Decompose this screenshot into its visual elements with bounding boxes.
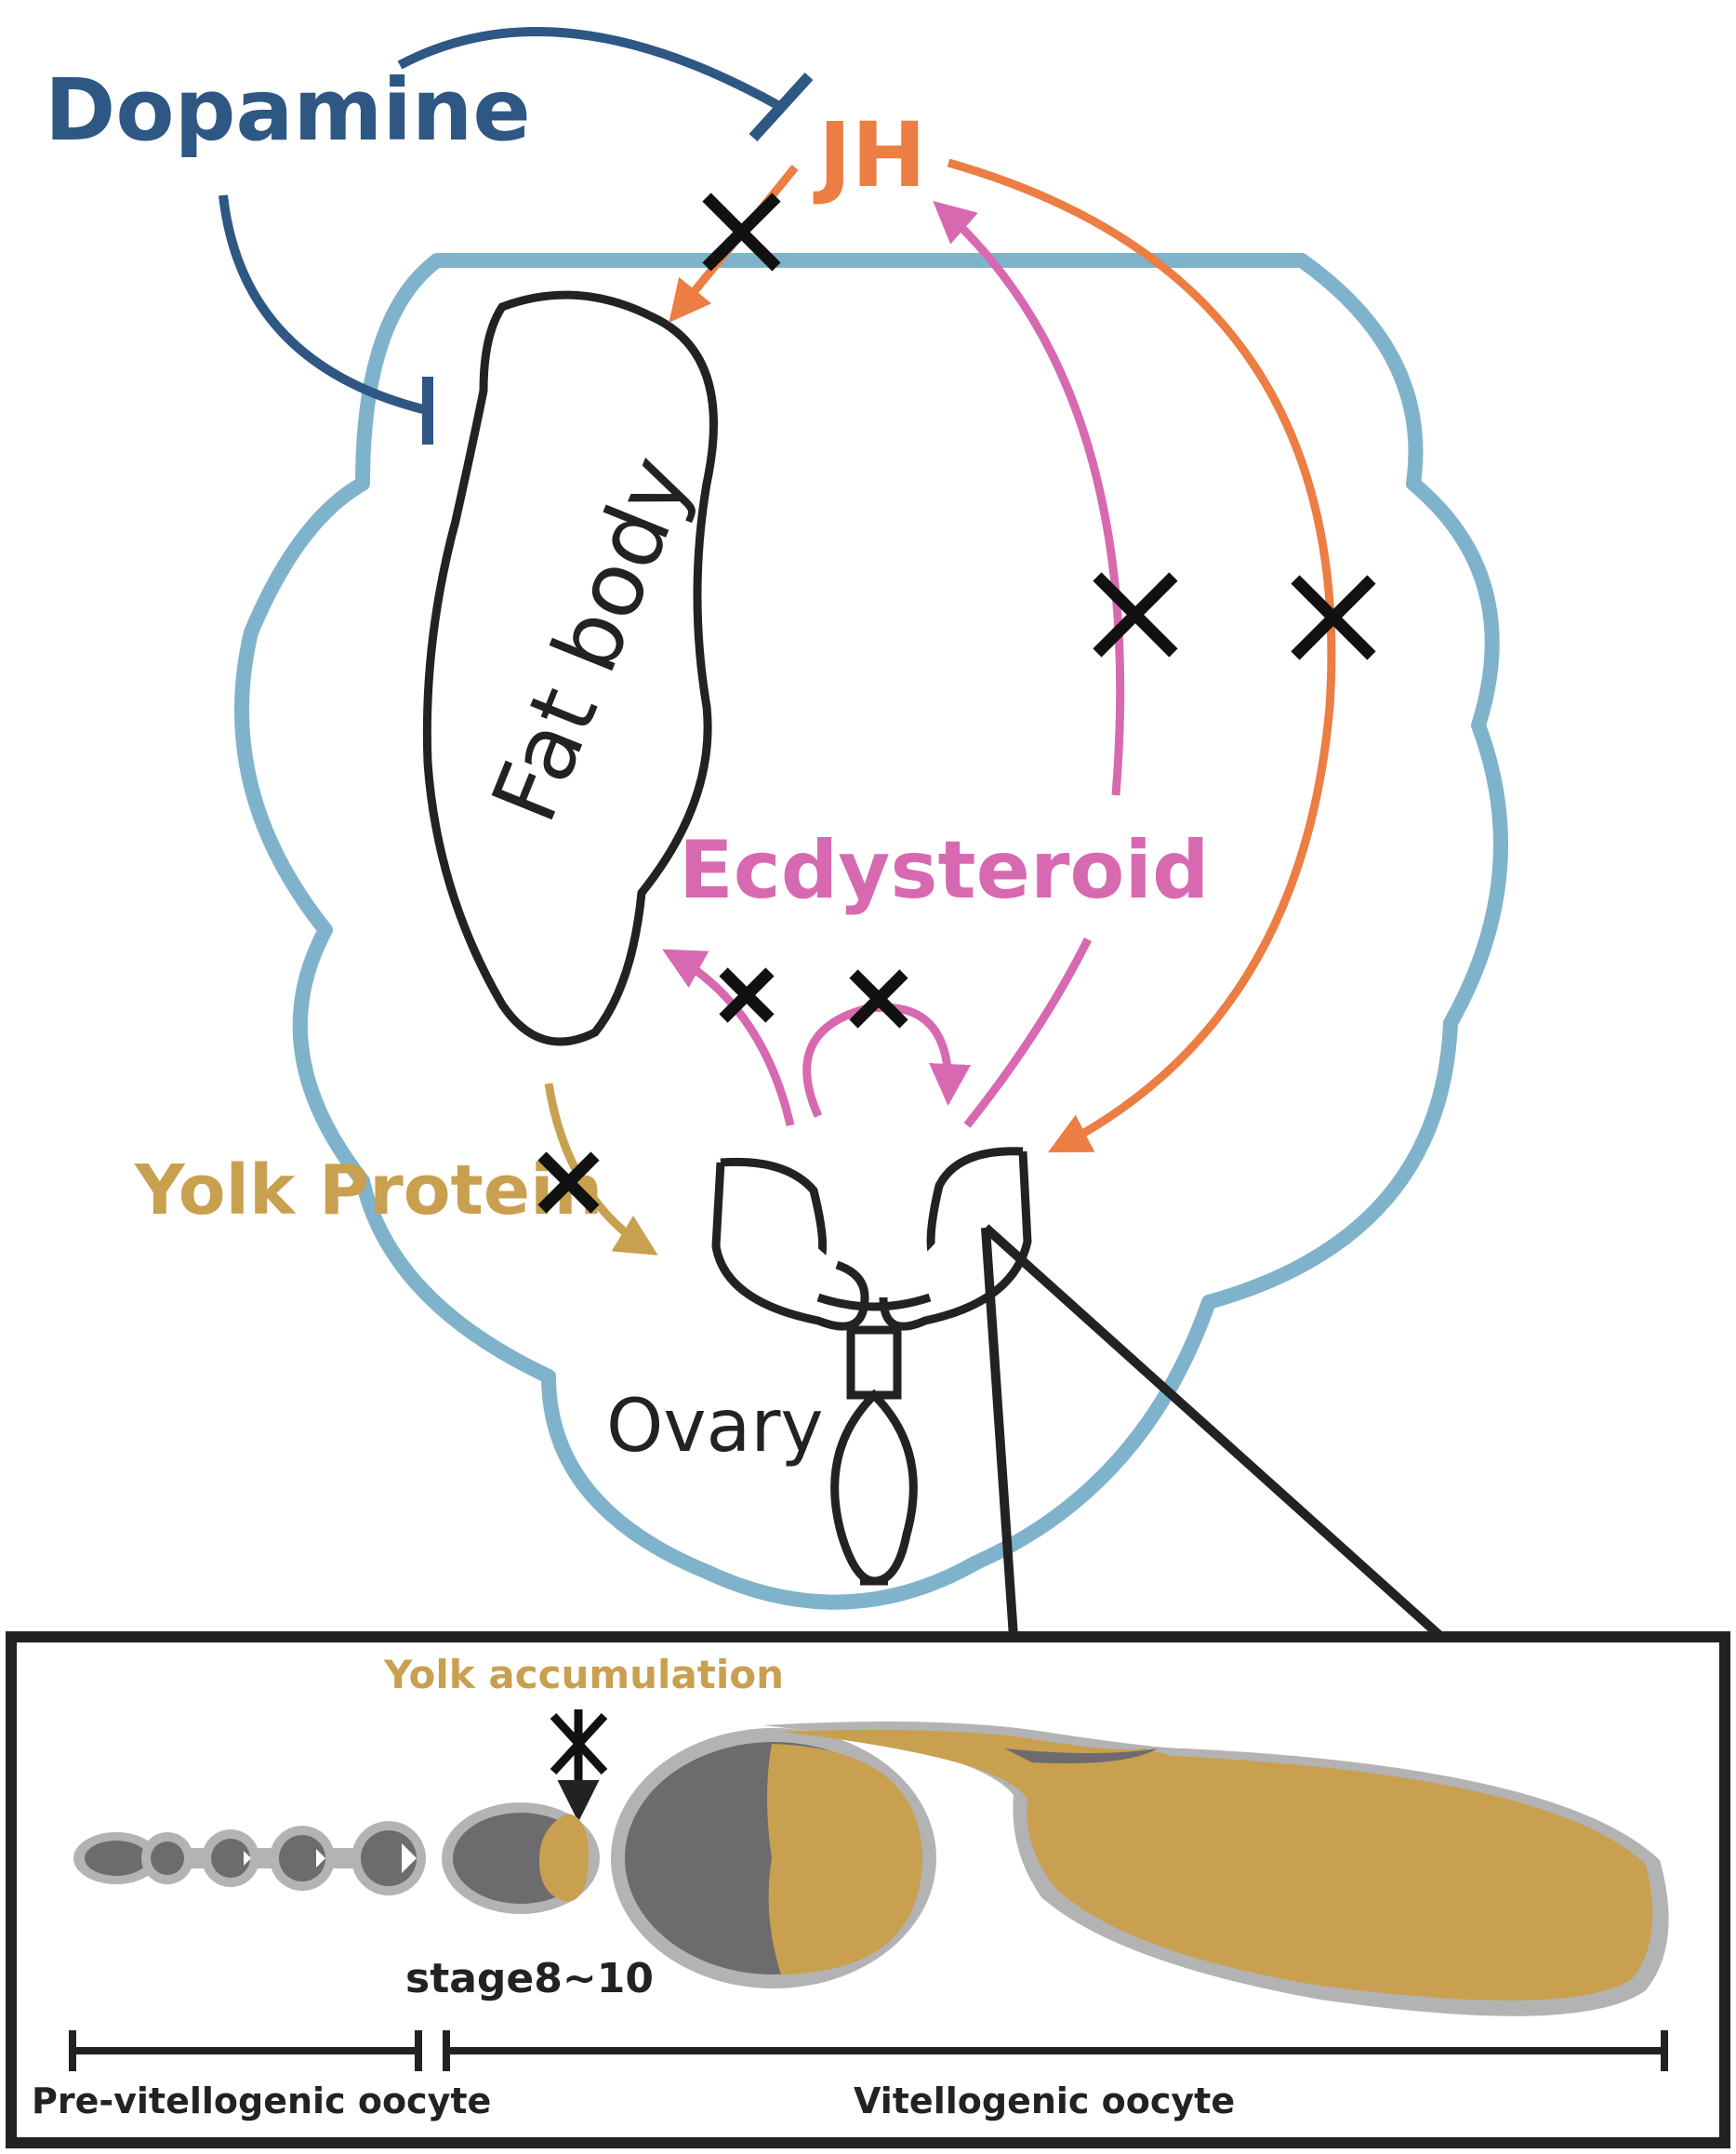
yolk-protein-arrow xyxy=(544,1083,658,1256)
ecdysteroid-to-fat-body-arrow xyxy=(662,949,795,1127)
dopamine-jh-blunt-end xyxy=(749,72,814,142)
zoom-line-right xyxy=(982,1224,1445,1641)
dopamine-label: Dopamine xyxy=(45,60,531,160)
vitellogenic-label: Vitellogenic oocyte xyxy=(854,2081,1235,2121)
jh-label: JH xyxy=(813,103,926,207)
abdomen-outline xyxy=(234,253,1508,1610)
dopamine-inhibit-jh-arrow xyxy=(397,27,784,112)
vitellogenic-oocyte-medium xyxy=(611,1728,936,1988)
ovary-drawing xyxy=(711,1147,1032,1586)
pre-vitellogenic-label: Pre-vitellogenic oocyte xyxy=(32,2081,491,2121)
ecdysteroid-autocrine-arrow xyxy=(802,1003,972,1118)
block-marks xyxy=(537,193,1376,1214)
pre-vitellogenic-range-bar xyxy=(69,2030,422,2071)
dopamine-inhibit-fat-body-arrow xyxy=(219,194,425,414)
ovary-label: Ovary xyxy=(606,1385,824,1469)
jh-to-ovary-arrow xyxy=(947,158,1336,1153)
fat-body-outline xyxy=(422,290,718,1046)
stage-8-10-oocyte xyxy=(442,1802,600,1914)
vitellogenic-range-bar xyxy=(443,2030,1668,2071)
ecdysteroid-to-jh-arrow xyxy=(933,201,1125,796)
pre-vitellogenic-chambers xyxy=(73,1821,426,1895)
ovary-ecdysteroid-line xyxy=(963,937,1093,1128)
stage-label: stage8~10 xyxy=(405,1955,654,2002)
yolk-protein-label: Yolk Protein xyxy=(134,1150,603,1230)
stage-marker xyxy=(550,1709,608,1822)
ecdysteroid-label: Ecdysteroid xyxy=(679,824,1210,917)
vitellogenic-oocyte-mature xyxy=(762,1722,1669,2016)
zoom-line-left xyxy=(981,1227,1018,1638)
yolk-accumulation-label: Yolk accumulation xyxy=(383,1652,784,1697)
